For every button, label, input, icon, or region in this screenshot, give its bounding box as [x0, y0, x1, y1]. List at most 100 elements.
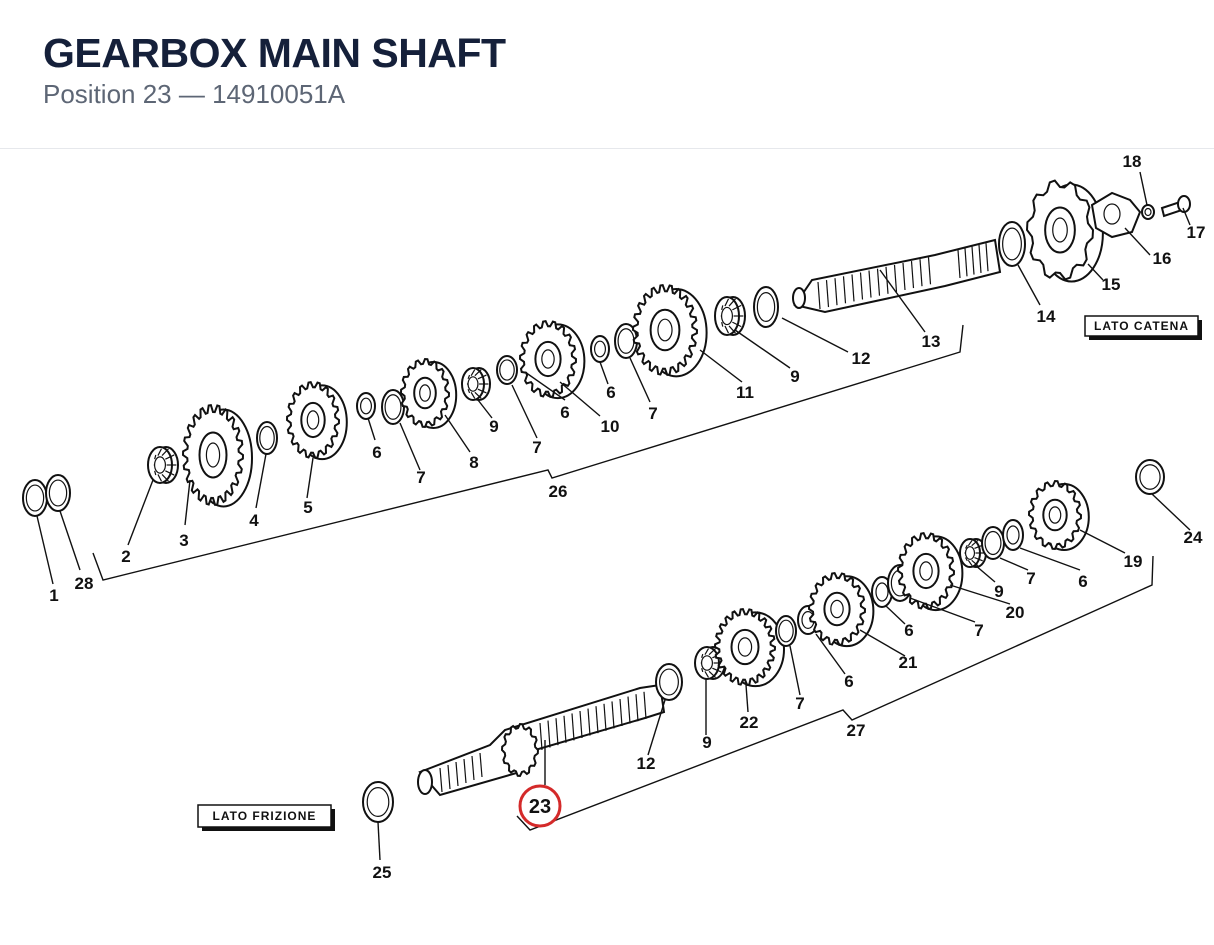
leader-line	[306, 457, 314, 499]
leader-line	[1087, 263, 1104, 281]
bearing-9a-roller	[474, 369, 482, 377]
gear-11-hub	[649, 308, 681, 352]
shaft-23-spline	[555, 718, 559, 746]
shaft-23	[417, 683, 666, 797]
circlip-6a-inner	[360, 397, 373, 415]
shaft-13-spline-end	[978, 244, 982, 273]
bearing-9d-roller	[971, 539, 979, 547]
part-label: 10	[601, 417, 620, 436]
part-label: 13	[922, 332, 941, 351]
leader-line	[1019, 547, 1081, 571]
bearing-9b	[714, 296, 746, 336]
part-label: 1	[49, 586, 58, 605]
shaft-23-spline	[571, 713, 575, 741]
bearing-2-bore	[154, 456, 167, 474]
leader-line	[885, 605, 906, 625]
bearing-9c-roller	[708, 670, 716, 678]
part-label: 7	[532, 438, 541, 457]
shaft-23-spline	[643, 691, 647, 719]
tag-chain-side: LATO CATENA	[1084, 315, 1202, 340]
bearing-2	[147, 446, 179, 484]
bearing-9a	[461, 367, 491, 401]
shaft-13-spline	[910, 261, 915, 289]
gear-8	[399, 357, 458, 430]
washer-7d-inner	[778, 619, 794, 643]
washer-12a-inner	[756, 292, 776, 323]
part-label: 19	[1124, 552, 1143, 571]
ring-28	[45, 474, 71, 512]
bearing-2-roller	[157, 474, 163, 482]
bearing-9b-roller	[724, 325, 730, 334]
shaft-23-spline	[539, 722, 543, 751]
bearing-9a-roller	[467, 374, 471, 380]
bearing-2-roller	[154, 470, 157, 476]
washer-7f	[981, 526, 1005, 560]
shaft-13	[792, 238, 1002, 314]
header: GEARBOX MAIN SHAFT Position 23 — 1491005…	[0, 0, 1214, 149]
part-label: 21	[899, 653, 918, 672]
plate-16	[1090, 191, 1142, 239]
washer-4	[256, 421, 278, 455]
leader-line	[699, 349, 743, 383]
shaft-13-spline	[868, 270, 872, 298]
sprocket-15-bore	[1052, 217, 1068, 243]
bearing-9b-bore	[720, 306, 733, 326]
leader-line	[789, 645, 801, 696]
part-label: 2	[121, 547, 130, 566]
diagram-artwork: LATO CATENA LATO FRIZIONE	[22, 171, 1202, 861]
part-label-highlighted: 23	[529, 796, 551, 818]
tag-clutch-side-text: LATO FRIZIONE	[213, 809, 317, 823]
leader-line	[559, 381, 601, 417]
ring-24-inner	[1139, 464, 1161, 490]
bearing-9b-roller	[728, 298, 736, 307]
leader-line	[184, 479, 191, 526]
part-label: 18	[1123, 152, 1142, 171]
ring-25	[362, 781, 394, 823]
shaft-23-spline	[619, 698, 623, 727]
tag-chain-side-box	[1084, 315, 1199, 337]
circlip-6b	[590, 335, 610, 363]
leader-line	[1079, 529, 1126, 554]
sprocket-15-hub	[1044, 206, 1076, 254]
leader-line	[815, 633, 846, 675]
bearing-9c-roller	[704, 648, 709, 655]
shaft-23-end-spline	[447, 764, 451, 790]
ring-1	[22, 479, 48, 517]
bearing-9b-roller	[721, 321, 724, 327]
nut-18	[1141, 204, 1155, 220]
gear-8-hub	[413, 376, 437, 410]
part-label: 28	[75, 574, 94, 593]
part-label: 12	[637, 754, 656, 773]
part-label: 4	[249, 511, 259, 530]
leader-line	[647, 699, 666, 756]
bearing-2-roller	[154, 454, 157, 460]
part-label: 3	[179, 531, 188, 550]
gear-20-bore	[919, 561, 933, 581]
bearing-9c-roller	[701, 653, 704, 658]
leader-line	[524, 371, 566, 401]
leader-line	[127, 479, 154, 546]
bearing-9a-roller	[467, 388, 471, 394]
bearing-9d-roller	[974, 556, 983, 562]
leader-line	[734, 329, 791, 369]
washer-7a-inner	[384, 394, 402, 420]
bearing-2-roller	[157, 448, 163, 456]
part-label: 6	[372, 443, 381, 462]
leader-line	[1124, 227, 1151, 256]
shaft-13-spline	[859, 272, 864, 300]
washer-12b-inner	[659, 668, 679, 696]
plate-16-hole	[1103, 203, 1121, 225]
leader-line	[599, 361, 609, 385]
bearing-9b-roller	[732, 304, 742, 311]
shaft-23-spline	[595, 706, 599, 734]
bearing-2-roller	[161, 448, 169, 456]
gear-10-hub	[534, 340, 562, 378]
part-label: 24	[1184, 528, 1203, 547]
bearing-9a-roller	[477, 388, 487, 394]
circlip-6a-outer	[356, 392, 376, 420]
washer-7b-inner	[499, 359, 515, 381]
bearing-9c-roller	[704, 671, 709, 678]
bearing-9a-roller	[477, 374, 487, 380]
bearing-9b-roller	[728, 325, 736, 334]
bolt-17	[1160, 195, 1191, 218]
